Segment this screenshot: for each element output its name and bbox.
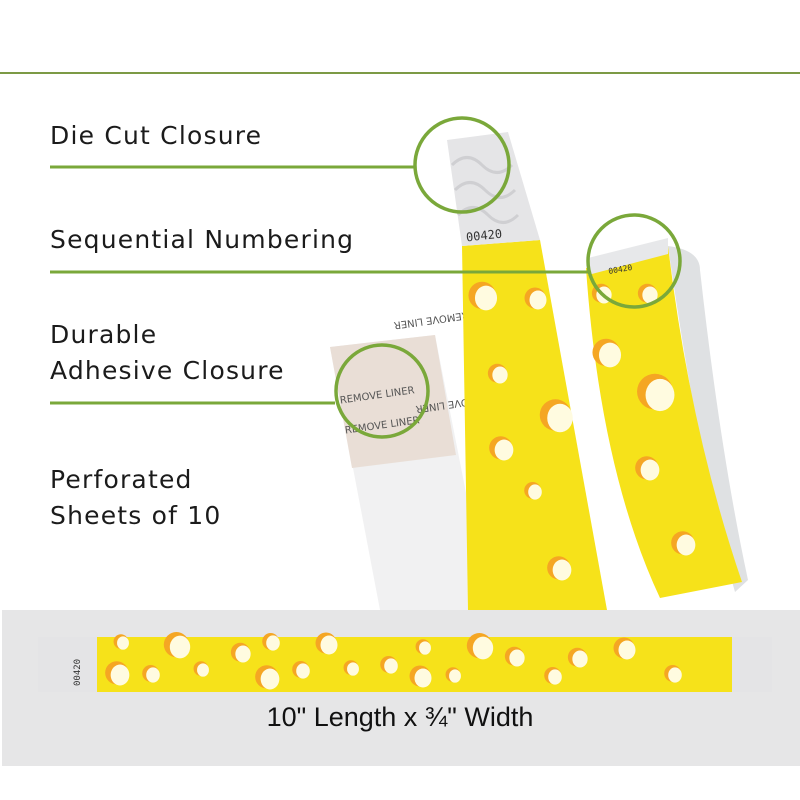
spot [528,484,542,500]
spot [419,641,431,655]
feature-adhesive-line1: Durable [50,320,158,349]
serial-number-flat: 00420 [73,659,83,686]
feature-sequential-numbering: Sequential Numbering [50,225,355,254]
spot [494,439,514,461]
callout-circle-adhesive [334,343,430,439]
spot [266,635,280,651]
spot [197,663,209,677]
spot [676,534,696,556]
callout-circle-numbering [586,213,682,309]
serial-number: 00420 [465,227,502,245]
spot [260,668,280,690]
straight-wristband: 00420 [447,132,607,610]
spot [552,559,572,581]
feature-perforated-line2: Sheets of 10 [50,501,222,530]
feature-die-cut-closure: Die Cut Closure [50,121,263,150]
spot [384,658,398,674]
spot [642,286,658,304]
spot [449,669,461,683]
spot [668,667,682,683]
spot [548,669,562,685]
spot [509,649,525,667]
spot [117,636,129,650]
spot [645,378,675,412]
spot [547,403,573,433]
callout-circle-die-cut [413,116,511,214]
spot [492,366,508,384]
size-caption: 10" Length x ¾" Width [266,702,534,732]
spot [296,663,310,679]
feature-perforated-line1: Perforated [50,465,193,494]
spot [640,459,660,481]
spot [320,635,338,655]
spot [572,650,588,668]
feature-adhesive-line2: Adhesive Closure [50,356,285,385]
spot [169,635,191,659]
spot [235,645,251,663]
spot [472,636,494,660]
liner-text-flipped: REMOVE LINER [393,309,469,330]
serial-number-curved: 00420 [608,263,633,276]
curved-wristband: 00420 [586,238,748,598]
spot [598,342,622,368]
spot [347,662,359,676]
spot [529,290,547,310]
spot [414,668,432,688]
spot [474,285,498,311]
spot [110,664,130,686]
spot [146,667,160,683]
spot [618,640,636,660]
flat-wristband: 00420 [38,632,772,692]
